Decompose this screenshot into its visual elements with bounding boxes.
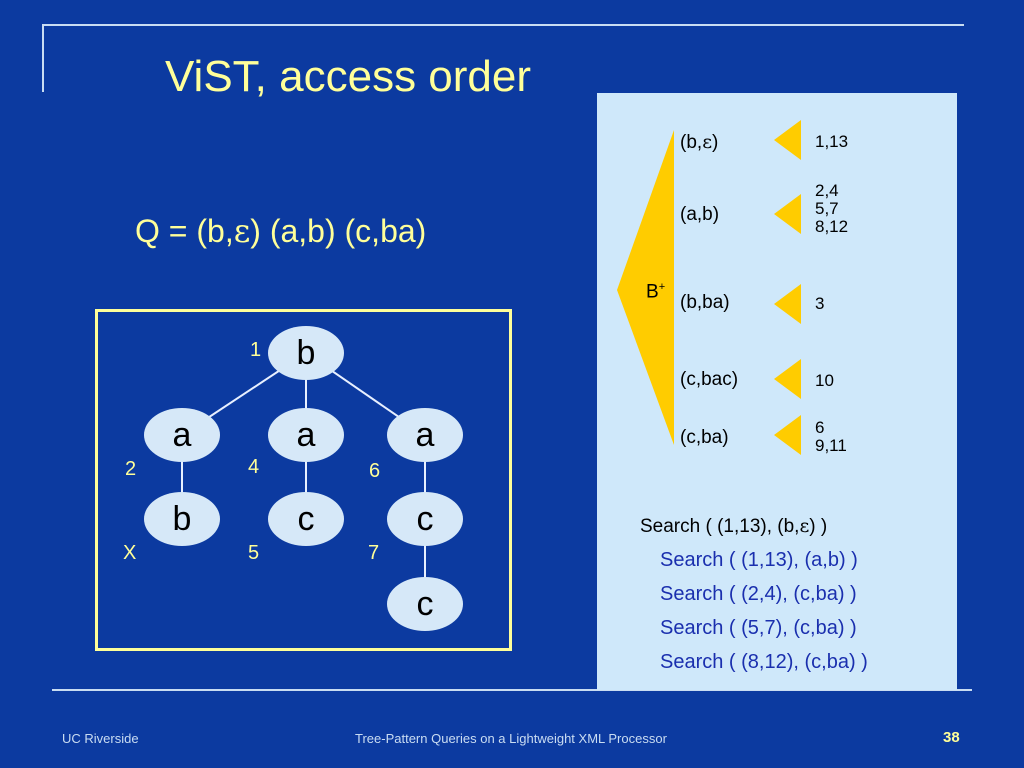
tree-node-7: c (387, 492, 463, 546)
search-sub-1: Search ( (1,13), (a,b) ) (660, 549, 858, 571)
search-main-prefix: Search ( (1,13), (b, (640, 516, 800, 537)
btree-postings-5: 6 9,11 (815, 418, 847, 455)
btree-key-1-suffix: ) (712, 132, 719, 153)
query-epsilon: ε (233, 212, 251, 250)
pointer-1 (774, 120, 801, 160)
tree-node-1: b (268, 326, 344, 380)
document-tree-frame (95, 309, 512, 651)
tree-number-4: 4 (248, 456, 260, 478)
pointer-2 (774, 194, 801, 234)
btree-label-text: B (646, 281, 659, 303)
btree-key-5: (c,ba) (680, 427, 729, 448)
tree-number-x: X (123, 542, 137, 564)
tree-number-7: 7 (368, 542, 380, 564)
tree-number-6: 6 (369, 460, 381, 482)
page-number: 38 (943, 729, 960, 746)
left-rule (42, 24, 44, 92)
btree-key-1: (b,ε) (680, 131, 718, 154)
btree-label: B+ (646, 281, 665, 303)
search-sub-2: Search ( (2,4), (c,ba) ) (660, 583, 857, 605)
tree-node-5: c (268, 492, 344, 546)
pointer-4 (774, 359, 801, 399)
btree-key-1-prefix: (b, (680, 132, 703, 153)
tree-node-leaf: c (387, 577, 463, 631)
tree-node-2: a (144, 408, 220, 462)
search-main-suffix: ) ) (809, 516, 828, 537)
btree-postings-3: 3 (815, 294, 825, 313)
btree-key-3: (b,ba) (680, 292, 730, 313)
search-main: Search ( (1,13), (b,ε) ) (640, 515, 827, 538)
tree-number-2: 2 (125, 458, 137, 480)
pointer-5 (774, 415, 801, 455)
btree-key-1-eps: ε (702, 131, 713, 153)
query-prefix: Q = (b, (135, 213, 234, 249)
search-sub-4: Search ( (8,12), (c,ba) ) (660, 651, 868, 673)
footer-center: Tree-Pattern Queries on a Lightweight XM… (355, 731, 667, 746)
bottom-rule (52, 689, 972, 691)
slide-title: ViST, access order (165, 52, 532, 101)
btree-key-4: (c,bac) (680, 369, 739, 390)
btree-postings-4: 10 (815, 371, 834, 390)
query-suffix: ) (a,b) (c,ba) (250, 213, 427, 249)
search-main-eps: ε (799, 515, 810, 537)
pointer-3 (774, 284, 801, 324)
btree-label-sup: + (658, 281, 666, 293)
btree-triangle (617, 130, 674, 445)
search-sub-3: Search ( (5,7), (c,ba) ) (660, 617, 857, 639)
btree-postings-1: 1,13 (815, 132, 849, 151)
tree-number-1: 1 (250, 339, 262, 361)
tree-node-4: a (268, 408, 344, 462)
btree-postings-2: 2,4 5,7 8,12 (815, 181, 849, 236)
btree-key-2: (a,b) (680, 204, 720, 225)
tree-node-6: a (387, 408, 463, 462)
top-rule (42, 24, 964, 26)
tree-node-x: b (144, 492, 220, 546)
tree-number-5: 5 (248, 542, 260, 564)
footer-left: UC Riverside (62, 731, 139, 746)
query-expression: Q = (b,ε) (a,b) (c,ba) (135, 212, 426, 250)
